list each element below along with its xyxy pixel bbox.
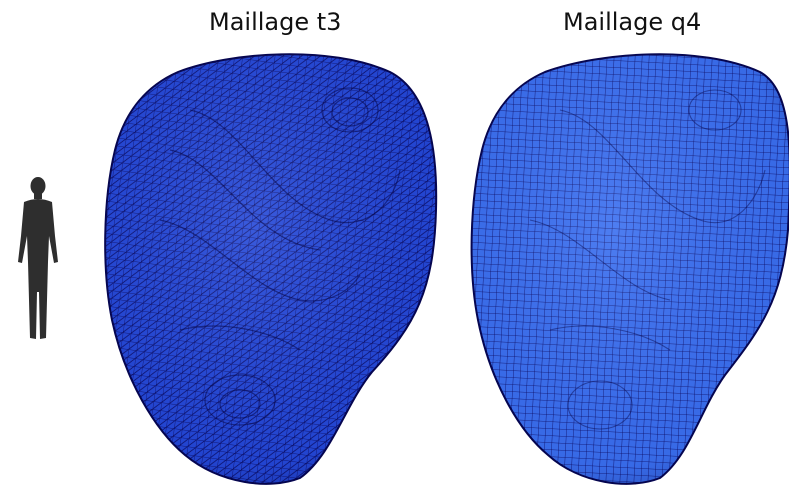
- mesh-q4-shape: [470, 53, 789, 485]
- mesh-t3-shape: [104, 53, 438, 485]
- title-mesh-t3: Maillage t3: [209, 8, 342, 36]
- human-silhouette-icon: [18, 177, 58, 339]
- title-mesh-q4: Maillage q4: [563, 8, 702, 36]
